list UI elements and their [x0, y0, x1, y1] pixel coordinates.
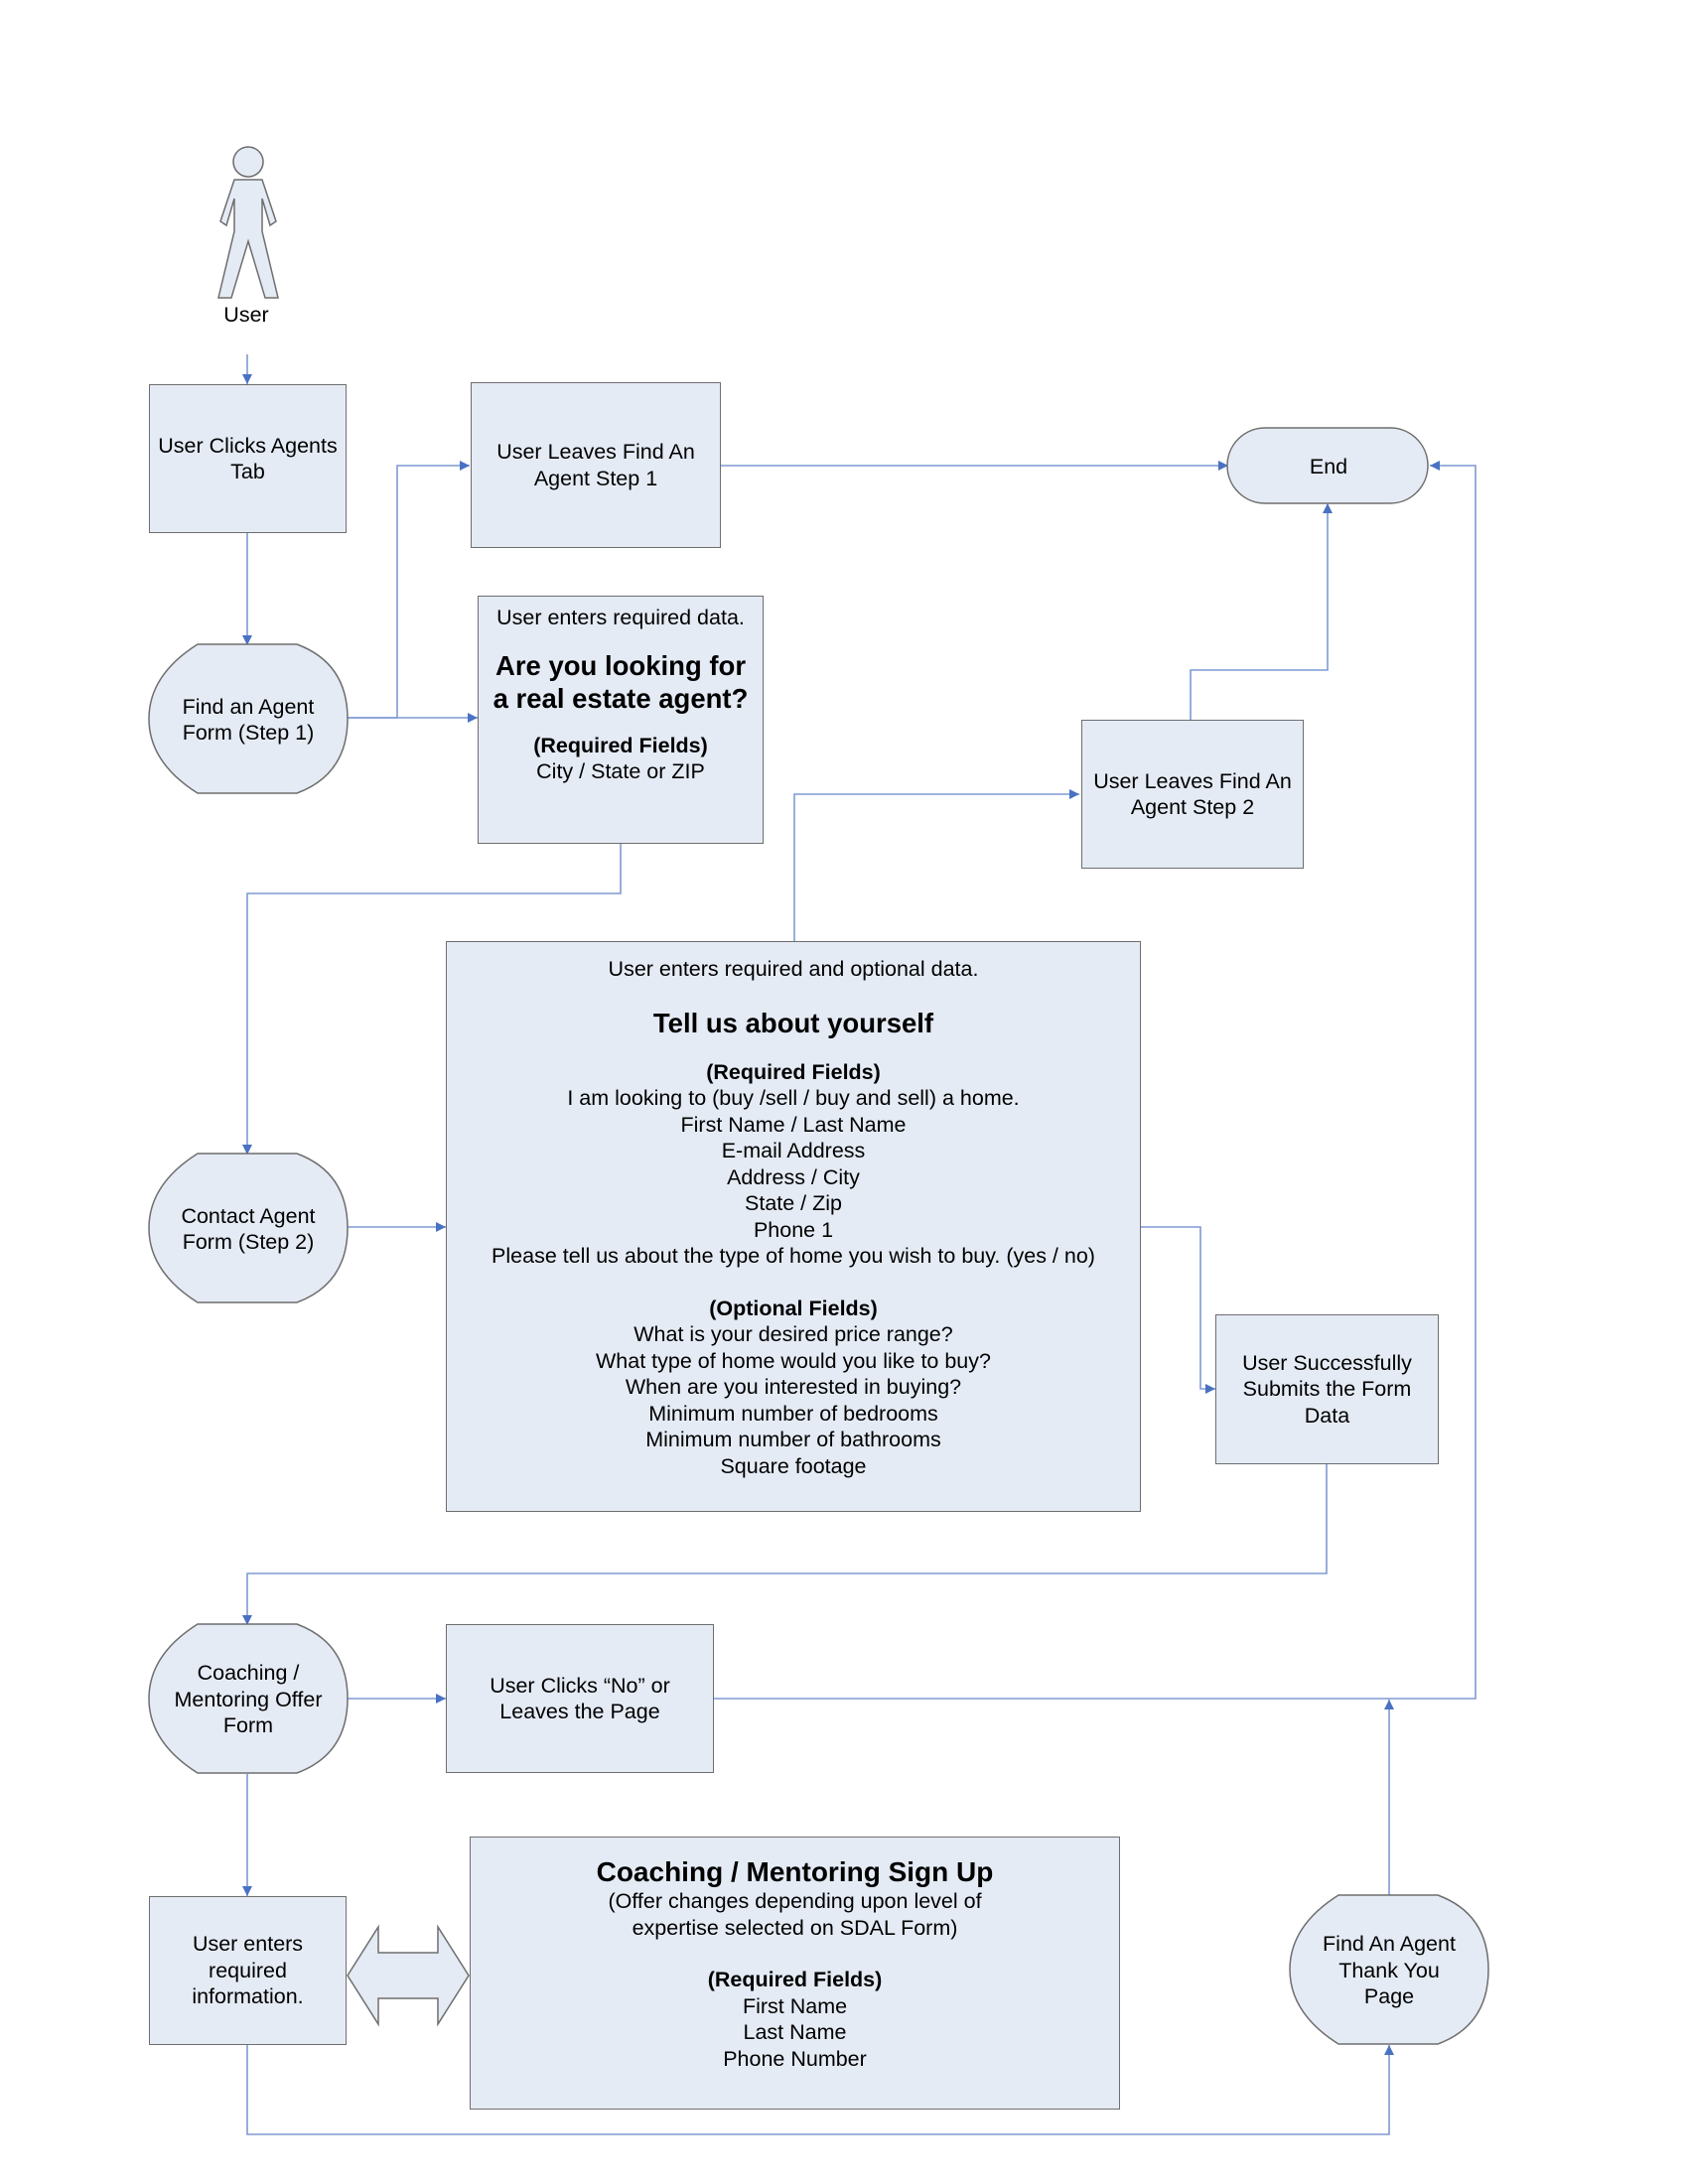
double-arrow-icon [347, 1924, 470, 2027]
step1-heading-line2: a real estate agent? [492, 682, 749, 714]
step2-optional-field: Minimum number of bedrooms [648, 1401, 938, 1426]
arrow-step2-data-to-leaves-step2 [793, 789, 1079, 941]
step2-required-field: State / Zip [745, 1191, 842, 1215]
step2-optional-field: What is your desired price range? [633, 1322, 953, 1346]
arrow-enters-info-to-thank-you [246, 2045, 1394, 2135]
node-coaching-signup: Coaching / Mentoring Sign Up (Offer chan… [470, 1837, 1120, 2110]
node-thank-you-shape [1289, 1894, 1489, 2045]
signup-subtitle-line1: (Offer changes depending upon level of [608, 1889, 982, 1913]
node-text: Find an Agent Form (Step 1) [182, 694, 315, 746]
arrow-form1-to-leaves-step1 [347, 461, 470, 719]
node-user-clicks-agents-tab: User Clicks Agents Tab [149, 384, 347, 533]
step2-optional-field: Minimum number of bathrooms [645, 1428, 941, 1451]
signup-required-title: (Required Fields) [707, 1968, 883, 1991]
node-step1-data: User enters required data. Are you looki… [478, 596, 764, 844]
step2-lead: User enters required and optional data. [608, 957, 979, 981]
arrow-clicks-no-to-end [714, 461, 1477, 1700]
user-actor-icon [217, 146, 279, 299]
user-actor-label: User [223, 303, 269, 327]
step2-required-field: Phone 1 [753, 1217, 834, 1242]
node-user-clicks-no: User Clicks “No” or Leaves the Page [446, 1624, 714, 1773]
node-find-agent-form: Find an Agent Form (Step 1) [164, 645, 333, 794]
signup-required-field: Phone Number [723, 2046, 867, 2071]
step2-required-field: I am looking to (buy /sell / buy and sel… [567, 1086, 1020, 1110]
node-user-leaves-step2: User Leaves Find An Agent Step 2 [1081, 720, 1304, 869]
step2-optional-field: What type of home would you like to buy? [596, 1348, 991, 1373]
step1-required-field: City / State or ZIP [536, 759, 705, 783]
node-text: User enters required information. [192, 1932, 304, 2009]
step2-required-field: Address / City [727, 1164, 860, 1189]
signup-required-field: First Name [742, 1993, 848, 2018]
signup-subtitle-line2: expertise selected on SDAL Form) [632, 1915, 958, 1940]
arrow-submits-to-coaching-offer [242, 1464, 1328, 1625]
node-thank-you-page: Find An Agent Thank You Page [1305, 1896, 1474, 2045]
step2-required-title: (Required Fields) [706, 1059, 881, 1084]
node-user-leaves-step1: User Leaves Find An Agent Step 1 [471, 382, 721, 548]
node-coaching-offer-shape [148, 1623, 349, 1774]
signup-required-field: Last Name [743, 2020, 847, 2044]
node-text: User Clicks Agents Tab [158, 433, 338, 484]
step1-required-title: (Required Fields) [533, 733, 708, 757]
node-user-enters-info: User enters required information. [149, 1896, 347, 2045]
node-contact-agent-form: Contact Agent Form (Step 2) [164, 1155, 333, 1303]
node-end-shape [1226, 427, 1429, 504]
step1-heading-line1: Are you looking for [494, 649, 747, 681]
arrow-step1-data-to-contact-form [242, 844, 622, 1155]
node-text: User Successfully Submits the Form Data [1242, 1350, 1412, 1428]
node-text: Find An Agent Thank You Page [1323, 1932, 1456, 2009]
node-text: User Leaves Find An Agent Step 1 [496, 440, 695, 490]
node-text: Contact Agent Form (Step 2) [181, 1203, 316, 1255]
step2-heading: Tell us about yourself [652, 1007, 934, 1038]
node-coaching-offer-form: Coaching / Mentoring Offer Form [164, 1625, 333, 1774]
step2-required-field: E-mail Address [721, 1139, 866, 1162]
node-end: End [1229, 429, 1428, 504]
node-user-submits-form: User Successfully Submits the Form Data [1215, 1314, 1439, 1464]
step2-optional-title: (Optional Fields) [709, 1296, 878, 1320]
node-text: End [1309, 454, 1348, 478]
node-text: Coaching / Mentoring Offer Form [174, 1661, 323, 1738]
node-text: User Leaves Find An Agent Step 2 [1093, 768, 1292, 820]
arrow-leaves-step2-to-end [1190, 503, 1333, 720]
node-contact-agent-form-shape [148, 1153, 349, 1303]
arrow-step2-data-to-submits [1141, 1226, 1215, 1394]
signup-heading: Coaching / Mentoring Sign Up [596, 1856, 994, 1887]
step2-optional-field: When are you interested in buying? [625, 1375, 962, 1399]
step2-required-field: First Name / Last Name [680, 1112, 907, 1137]
step2-required-field: Please tell us about the type of home yo… [492, 1244, 1095, 1268]
step2-optional-field: Square footage [720, 1453, 867, 1478]
node-step2-data: User enters required and optional data. … [446, 941, 1141, 1512]
step1-lead: User enters required data. [496, 606, 745, 629]
node-text: User Clicks “No” or Leaves the Page [490, 1673, 670, 1724]
node-find-agent-form-shape [148, 643, 349, 794]
